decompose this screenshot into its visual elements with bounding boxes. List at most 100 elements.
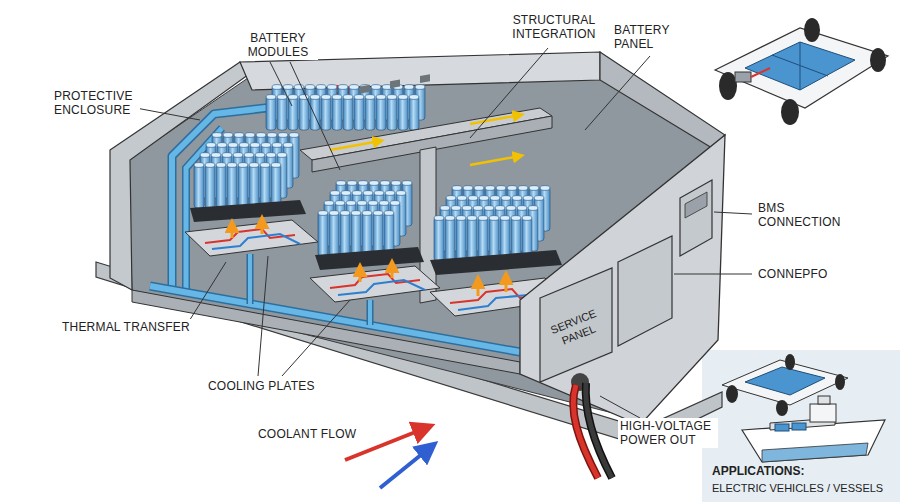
cell-cap [501,196,511,201]
part-label: COOLING PLATES [206,378,317,394]
cell-cap [351,211,361,216]
plate-channel [205,229,295,243]
cell-cap [277,153,287,158]
cell-cap [352,191,362,196]
heat-arrow [261,220,264,234]
cell-cap [528,206,538,211]
cell-cap [518,186,528,191]
coolant-pipe [150,286,520,352]
connector-panel [618,236,672,346]
cell-cap [391,181,401,186]
cell-cap [495,206,505,211]
coolant-out-arrow [380,446,432,488]
cell-cap [373,211,383,216]
cell-cap [249,163,259,168]
cell-cap [211,153,221,158]
cooling-plate [310,266,440,302]
bms-panel [680,180,712,256]
battery-cell [354,96,364,130]
battery-cell [343,96,353,130]
cell-cap [349,85,359,90]
cell-cap [234,133,244,138]
battery-cell [467,217,477,261]
bms-port [685,192,707,218]
cell-cap [479,196,489,201]
cell-cap [233,153,243,158]
cell-cap [321,95,331,100]
battery-module [318,181,412,256]
vessel-illustration [742,396,885,462]
coolant-pipe [172,104,300,292]
cell-cap [327,85,337,90]
cell-cap [473,206,483,211]
battery-cell [398,96,408,130]
cell-cap [272,85,282,90]
cell-cap [228,143,238,148]
cell-cap [402,181,412,186]
battery-cell [332,96,342,130]
cell-cap [474,186,484,191]
module-base [430,250,562,275]
battery-cell [445,217,455,261]
cell-cap [227,163,237,168]
cell-cap [222,153,232,158]
cell-cap [462,206,472,211]
cell-cap [338,85,348,90]
part-label: BATTERY MODULES [238,30,318,60]
battery-module [194,133,299,208]
cell-cap [500,216,510,221]
battery-cell [376,96,386,130]
load-arrow [470,156,520,165]
cell-cap [336,181,346,186]
cell-cap [267,133,277,138]
cell-cap [512,196,522,201]
part-label: BMS CONNECTION [756,200,856,230]
cell-cap [365,95,375,100]
cell-cap [363,191,373,196]
cell-cap [384,211,394,216]
battery-cell [249,164,259,208]
cell-cap [517,206,527,211]
heat-arrow [477,280,480,296]
cell-cap [490,196,500,201]
cell-cap [380,181,390,186]
heat-arrow [505,276,508,292]
cell-cap [256,133,266,138]
cell-cap [446,196,456,201]
load-arrow [330,141,380,150]
cell-cap [371,85,381,90]
battery-cell [409,96,419,130]
cell-cap [511,216,521,221]
cell-cap [283,143,293,148]
cell-cap [357,201,367,206]
cell-cap [250,143,260,148]
cell-cap [362,211,372,216]
cell-cap [409,95,419,100]
cell-cap [374,191,384,196]
coolant-pipe [250,254,370,325]
cell-cap [484,206,494,211]
cell-cap [340,211,350,216]
battery-cell [387,96,397,130]
battery-cell [340,212,350,256]
cell-cap [206,143,216,148]
cell-cap [445,216,455,221]
part-label: BATTERY PANEL [612,22,692,52]
cell-cap [457,196,467,201]
cell-cap [332,95,342,100]
cell-cap [255,153,265,158]
cell-cap [212,133,222,138]
heat-arrow [359,268,362,282]
cell-cap [278,133,288,138]
cell-cap [485,186,495,191]
cell-cap [205,163,215,168]
cell-cap [324,201,334,206]
battery-cell [227,164,237,208]
cell-cap [194,163,204,168]
cell-cap [329,211,339,216]
service-panel: SERVICE PANEL [540,282,612,378]
battery-module [266,85,425,130]
cell-cap [398,95,408,100]
cell-cap [335,201,345,206]
hv-cable [586,383,612,478]
